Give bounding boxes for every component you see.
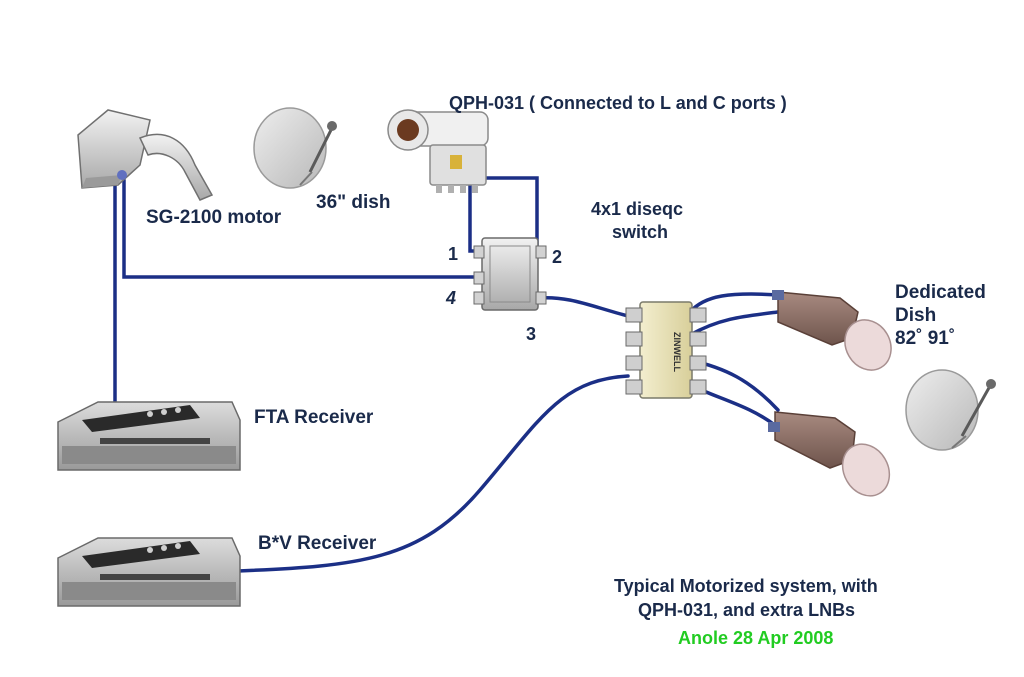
credit-label: Anole 28 Apr 2008 — [678, 628, 834, 648]
port-3-label: 3 — [526, 324, 537, 344]
cable-multiswitch-to-lnb-top-b — [688, 310, 780, 337]
diseqc-label-line2: switch — [612, 222, 669, 242]
fta-receiver-illustration — [57, 401, 241, 471]
diseqc-label-line1: 4x1 diseqc — [591, 199, 684, 219]
fta-label: FTA Receiver — [254, 407, 374, 428]
bv-label: B*V Receiver — [258, 533, 377, 554]
cable-multiswitch-to-lnb-top-a — [688, 292, 782, 314]
caption-line2: QPH-031, and extra LNBs — [638, 600, 856, 620]
port-1-label: 1 — [448, 244, 459, 264]
multiswitch-illustration: ZINWELL — [625, 301, 707, 399]
bv-receiver-illustration — [57, 537, 241, 607]
multiswitch-brand: ZINWELL — [672, 332, 682, 372]
cable-bv-to-multiswitch — [236, 374, 630, 573]
dedicated-dish-illustration — [905, 369, 996, 451]
cable-motor-to-port4 — [122, 178, 480, 279]
qph-lnb-illustration — [387, 109, 489, 193]
dedicated-label-line1: Dedicated — [895, 282, 986, 303]
caption-line1: Typical Motorized system, with — [614, 576, 878, 596]
dish-36-label: 36" dish — [316, 192, 391, 213]
cables — [113, 176, 782, 573]
qph-label: QPH-031 ( Connected to L and C ports ) — [449, 93, 787, 113]
lnb-top-illustration — [772, 290, 892, 371]
dedicated-label-line3: 82˚ 91˚ — [895, 328, 956, 349]
dedicated-label-line2: Dish — [895, 305, 937, 326]
port-4-label: 4 — [446, 288, 457, 308]
lnb-bottom-illustration — [768, 411, 891, 497]
motor-label: SG-2100 motor — [146, 207, 282, 228]
cable-port3-to-multiswitch — [536, 295, 630, 318]
port-2-label: 2 — [552, 247, 563, 267]
cable-qph-to-port2 — [466, 176, 539, 248]
diseqc-switch-illustration — [473, 237, 547, 311]
motor-illustration — [77, 109, 214, 201]
dish-36-illustration — [253, 107, 337, 189]
